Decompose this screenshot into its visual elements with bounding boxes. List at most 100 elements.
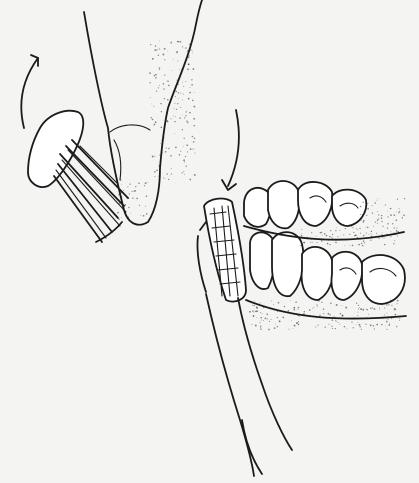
stipple-dot [254, 300, 255, 301]
stipple-dot [159, 48, 160, 49]
stipple-dot [397, 235, 398, 236]
stipple-dot [168, 148, 169, 149]
stipple-dot [184, 161, 185, 162]
stipple-dot [271, 319, 272, 320]
stipple-dot [344, 326, 346, 328]
stipple-dot [396, 326, 397, 327]
stipple-dot [374, 202, 376, 204]
stipple-dot [184, 117, 185, 118]
stipple-dot [168, 51, 169, 52]
stipple-dot [136, 198, 138, 200]
stipple-dot [190, 49, 191, 50]
stipple-dot [159, 69, 160, 70]
stipple-dot [360, 326, 361, 327]
stipple-dot [357, 237, 359, 239]
stipple-dot [146, 195, 148, 197]
stipple-dot [300, 245, 301, 246]
stipple-dot [301, 235, 303, 237]
stipple-dot [398, 212, 399, 213]
stipple-dot [152, 119, 154, 121]
stipple-dot [359, 307, 360, 308]
stipple-dot [125, 204, 126, 205]
stipple-dot [394, 240, 395, 241]
stipple-dot [268, 329, 270, 331]
stipple-dot [139, 205, 140, 206]
stipple-dot [352, 227, 353, 228]
stipple-dot [382, 226, 383, 227]
stipple-dot [330, 303, 332, 305]
stipple-dot [277, 326, 278, 327]
stipple-dot [335, 242, 337, 244]
stipple-dot [193, 118, 195, 120]
stipple-dot [183, 146, 184, 147]
stipple-dot [360, 233, 361, 234]
stipple-dot [154, 171, 156, 173]
stipple-dot [163, 83, 165, 85]
stipple-dot [167, 99, 169, 101]
stipple-dot [374, 308, 376, 310]
stipple-dot [364, 211, 365, 212]
stipple-dot [345, 307, 347, 309]
stipple-dot [190, 87, 191, 88]
stipple-dot [121, 217, 122, 218]
stipple-dot [254, 305, 255, 306]
stipple-dot [404, 198, 405, 199]
stipple-dot [145, 206, 146, 207]
stipple-dot [377, 200, 378, 201]
stipple-dot [356, 303, 357, 304]
stipple-dot [379, 309, 380, 310]
stipple-dot [120, 179, 121, 180]
stipple-dot [312, 242, 313, 243]
stipple-dot [146, 213, 148, 215]
stipple-dot [284, 306, 285, 307]
stipple-dot [319, 315, 320, 316]
stipple-dot [396, 303, 397, 304]
stipple-dot [358, 322, 359, 323]
stipple-dot [144, 185, 145, 186]
stipple-dot [397, 231, 398, 232]
stipple-dot [278, 302, 280, 304]
rotation-arrow-left [21, 55, 38, 128]
stipple-dot [192, 149, 193, 150]
stipple-dot [282, 316, 284, 318]
stipple-dot [323, 308, 325, 310]
stipple-dot [315, 326, 316, 327]
stipple-dot [117, 212, 119, 214]
stipple-dot [145, 182, 147, 184]
stipple-dot [177, 61, 178, 62]
stipple-dot [187, 122, 188, 123]
stipple-dot [301, 229, 302, 230]
stipple-dot [318, 300, 320, 302]
stipple-dot [358, 244, 359, 245]
stipple-dot [180, 107, 181, 108]
stipple-dot [193, 106, 195, 108]
stipple-dot [352, 245, 354, 247]
stipple-dot [386, 304, 388, 306]
stipple-dot [168, 85, 170, 87]
stipple-dot [174, 103, 175, 104]
stipple-dot [364, 242, 365, 243]
stipple-dot [290, 300, 291, 301]
stipple-dot [324, 233, 326, 235]
stipple-dot [372, 307, 373, 308]
stipple-dot [273, 304, 274, 305]
stipple-dot [366, 215, 367, 216]
stipple-dot [252, 305, 253, 306]
stipple-dot [378, 237, 379, 238]
stipple-dot [192, 136, 194, 138]
stipple-dot [177, 41, 178, 42]
stipple-dot [122, 200, 123, 201]
stipple-dot [384, 235, 386, 237]
stipple-dot [253, 312, 254, 313]
stipple-dot [192, 100, 194, 102]
stipple-dot [365, 202, 366, 203]
stipple-dot [186, 144, 188, 146]
stipple-dot [403, 215, 405, 217]
stipple-dot [291, 320, 292, 321]
stipple-dot [256, 317, 257, 318]
stipple-dot [329, 236, 330, 237]
stipple-dot [182, 99, 183, 100]
stipple-dot [150, 97, 151, 98]
stipple-dot [187, 151, 188, 152]
stipple-dot [387, 211, 388, 212]
